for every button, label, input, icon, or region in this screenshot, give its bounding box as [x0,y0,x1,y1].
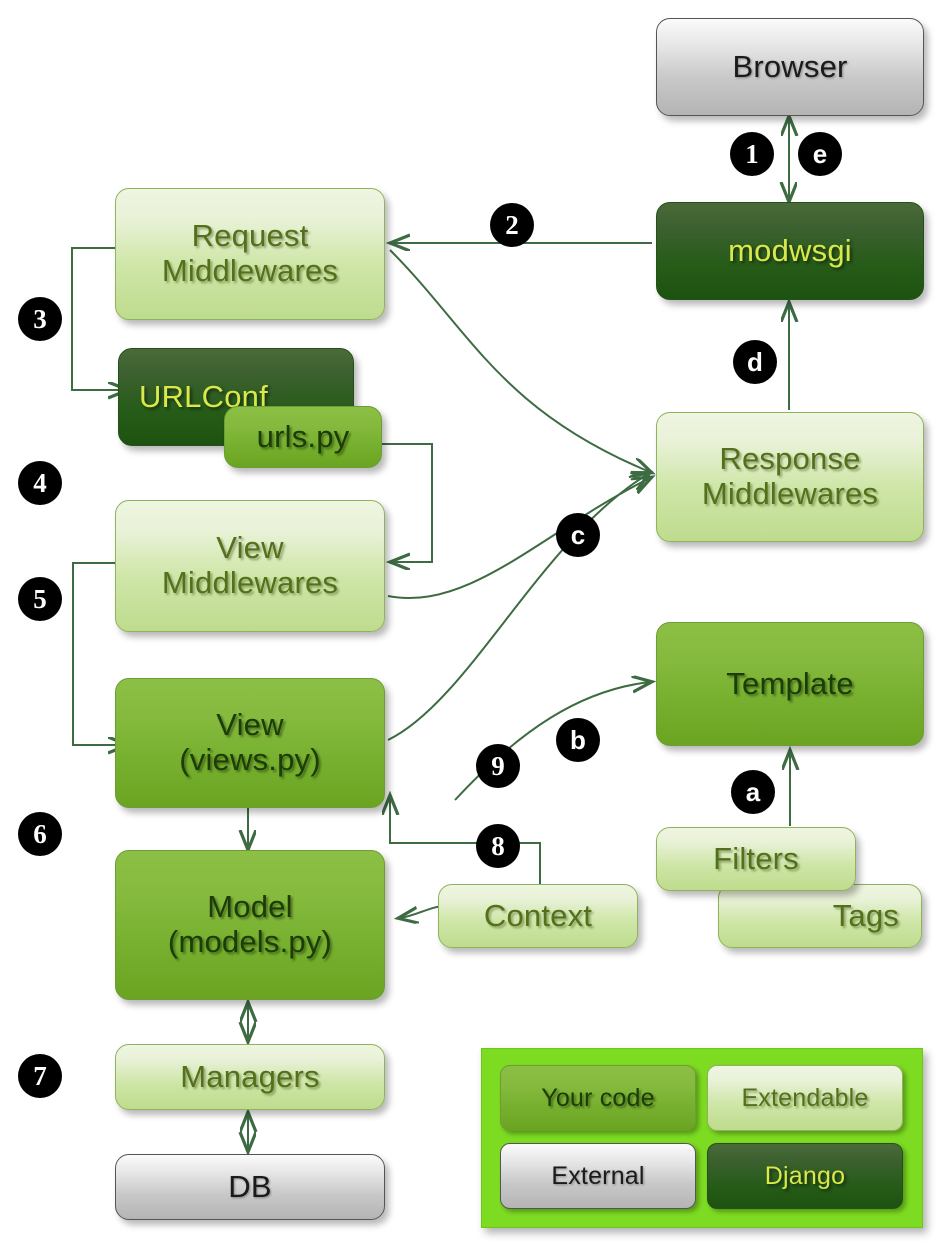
legend-item-django-label: Django [764,1162,846,1190]
node-modwsgi[interactable]: modwsgi [656,202,924,300]
legend-item-external-label: External [551,1162,645,1190]
node-view-label-line2: (views.py) [179,742,321,777]
legend-item-extendable[interactable]: Extendable [707,1065,903,1131]
legend-item-extendable-label: Extendable [741,1084,869,1112]
node-model-label-line1: Model [207,889,293,925]
node-response-middlewares-label-line1: Response [719,441,861,477]
legend-item-your-code-label: Your code [541,1084,655,1112]
marker-8-label: 8 [491,830,505,861]
legend-item-django[interactable]: Django [707,1143,903,1209]
node-context-label: Context [483,897,593,933]
legend-item-your-code[interactable]: Your code [500,1065,696,1131]
marker-5: 5 [18,577,62,621]
node-model-label-line2: (models.py) [167,924,333,959]
node-view[interactable]: View (views.py) [115,678,385,808]
marker-7: 7 [18,1054,62,1098]
node-view-label-line1: View [216,707,284,743]
node-view-middlewares-label-line1: View [216,530,284,566]
marker-d: d [733,340,777,384]
node-template-label: Template [726,665,854,701]
node-db[interactable]: DB [115,1154,385,1220]
marker-2: 2 [490,203,534,247]
marker-3: 3 [18,297,62,341]
marker-4: 4 [18,461,62,505]
legend-item-external[interactable]: External [500,1143,696,1209]
marker-2-label: 2 [505,209,519,240]
node-response-middlewares-label-line2: Middlewares [701,476,879,511]
marker-4-label: 4 [33,467,47,498]
marker-3-label: 3 [33,303,47,334]
node-response-middlewares[interactable]: Response Middlewares [656,412,924,542]
node-view-middlewares-label-line2: Middlewares [161,565,339,600]
node-modwsgi-label: modwsgi [728,232,852,268]
marker-6: 6 [18,812,62,856]
marker-b: b [556,718,600,762]
marker-a-label: a [745,777,761,807]
node-browser-label: Browser [732,48,848,84]
node-urlspy-label: urls.py [256,418,350,454]
marker-6-label: 6 [33,818,47,849]
node-view-middlewares[interactable]: View Middlewares [115,500,385,632]
node-tags-label: Tags [832,897,899,933]
node-urlspy[interactable]: urls.py [224,406,382,468]
marker-a: a [731,770,775,814]
marker-7-label: 7 [33,1060,47,1091]
marker-5-label: 5 [33,583,47,614]
legend: Your code Extendable External Django [481,1048,923,1228]
node-context[interactable]: Context [438,884,638,948]
node-request-middlewares-label-line2: Middlewares [161,253,339,288]
marker-e-label: e [812,139,828,169]
node-template[interactable]: Template [656,622,924,746]
marker-9: 9 [476,744,520,788]
node-request-middlewares[interactable]: Request Middlewares [115,188,385,320]
node-request-middlewares-label-line1: Request [191,218,309,254]
marker-c-label: c [570,520,586,550]
node-db-label: DB [228,1168,272,1204]
node-managers-label: Managers [180,1058,320,1094]
marker-1: 1 [730,132,774,176]
marker-c: c [556,513,600,557]
node-filters-label: Filters [713,840,799,876]
node-browser[interactable]: Browser [656,18,924,116]
node-model[interactable]: Model (models.py) [115,850,385,1000]
marker-e: e [798,132,842,176]
marker-9-label: 9 [491,750,505,781]
node-managers[interactable]: Managers [115,1044,385,1110]
node-filters[interactable]: Filters [656,827,856,891]
node-tags[interactable]: Tags [718,884,922,948]
marker-1-label: 1 [745,138,759,169]
marker-8: 8 [476,824,520,868]
marker-d-label: d [747,347,763,377]
marker-b-label: b [570,725,586,755]
